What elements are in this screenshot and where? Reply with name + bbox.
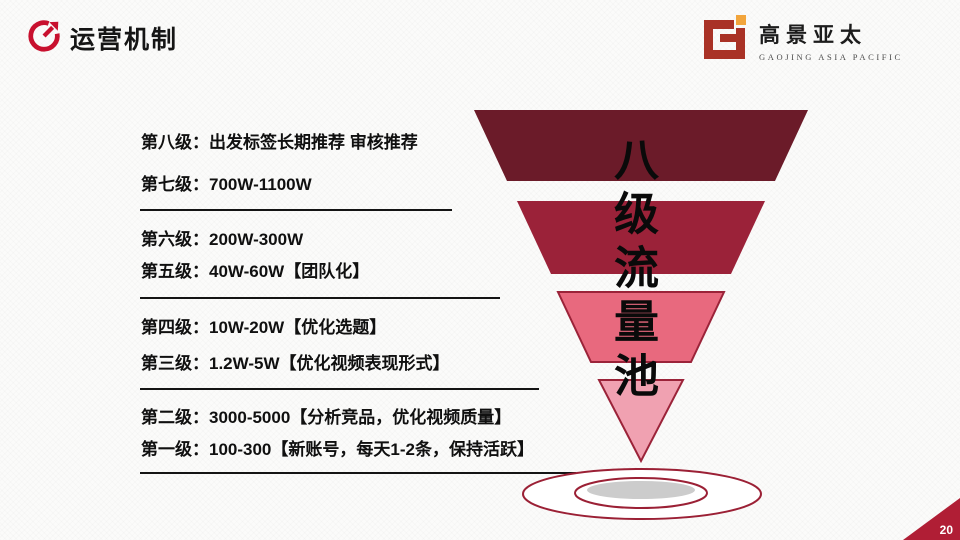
logo-name: 高景亚太 xyxy=(759,23,867,47)
divider xyxy=(140,209,452,211)
funnel-layer-2 xyxy=(517,201,765,274)
level-row-6: 第六级：200W-300W xyxy=(141,230,304,249)
level-row-2: 第二级：3000-5000【分析竞品，优化视频质量】 xyxy=(141,408,512,427)
page-number: 20 xyxy=(939,523,953,537)
divider xyxy=(140,388,539,390)
funnel-base-shadow xyxy=(587,481,695,499)
funnel-layer-4 xyxy=(597,379,685,464)
company-logo: 高景亚太 GAOJING ASIA PACIFIC xyxy=(703,15,903,62)
level-row-7: 第七级：700W-1100W xyxy=(141,175,312,194)
level-row-8: 第八级：出发标签长期推荐 审核推荐 xyxy=(141,133,418,152)
funnel-vertical-label: 八级流量池 xyxy=(607,136,658,406)
divider xyxy=(140,297,500,299)
page-title: 运营机制 xyxy=(70,26,179,54)
funnel-layer-3 xyxy=(556,291,726,363)
circular-arrow-icon xyxy=(28,20,60,52)
level-row-3: 第三级：1.2W-5W【优化视频表现形式】 xyxy=(141,354,450,373)
funnel-layer-1 xyxy=(474,110,808,181)
divider xyxy=(140,472,576,474)
level-row-4: 第四级：10W-20W【优化选题】 xyxy=(141,318,387,337)
level-row-5: 第五级：40W-60W【团队化】 xyxy=(141,262,370,281)
logo-mark-icon xyxy=(704,15,746,59)
logo-subtitle: GAOJING ASIA PACIFIC xyxy=(759,52,903,62)
level-row-1: 第一级：100-300【新账号，每天1-2条，保持活跃】 xyxy=(141,440,534,459)
